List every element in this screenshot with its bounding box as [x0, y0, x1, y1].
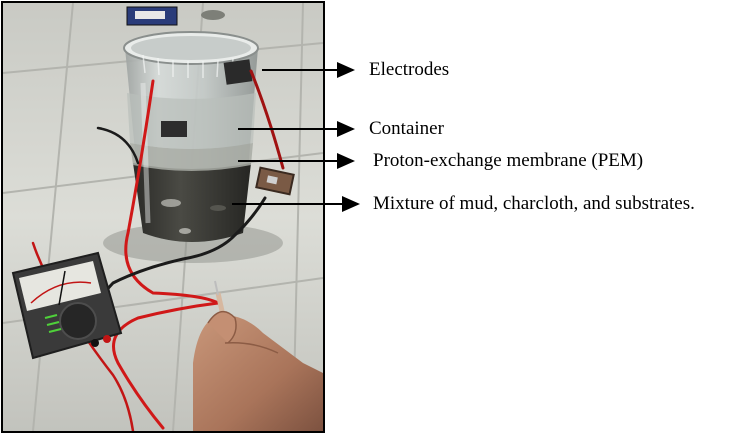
label-pem: Proton-exchange membrane (PEM) [373, 150, 644, 171]
multimeter [11, 251, 123, 360]
container-jar [123, 31, 259, 242]
photo-mfc-setup [1, 1, 325, 433]
electrode-lower [161, 121, 187, 137]
electrode-top [223, 59, 253, 85]
label-mixture: Mixture of mud, charcloth, and substrate… [373, 193, 695, 214]
pem-layer [130, 143, 253, 171]
mud-mixture [133, 163, 251, 242]
photo-illustration [3, 3, 323, 431]
label-electrodes: Electrodes [369, 59, 450, 80]
hand [193, 310, 323, 431]
label-container: Container [369, 118, 444, 139]
